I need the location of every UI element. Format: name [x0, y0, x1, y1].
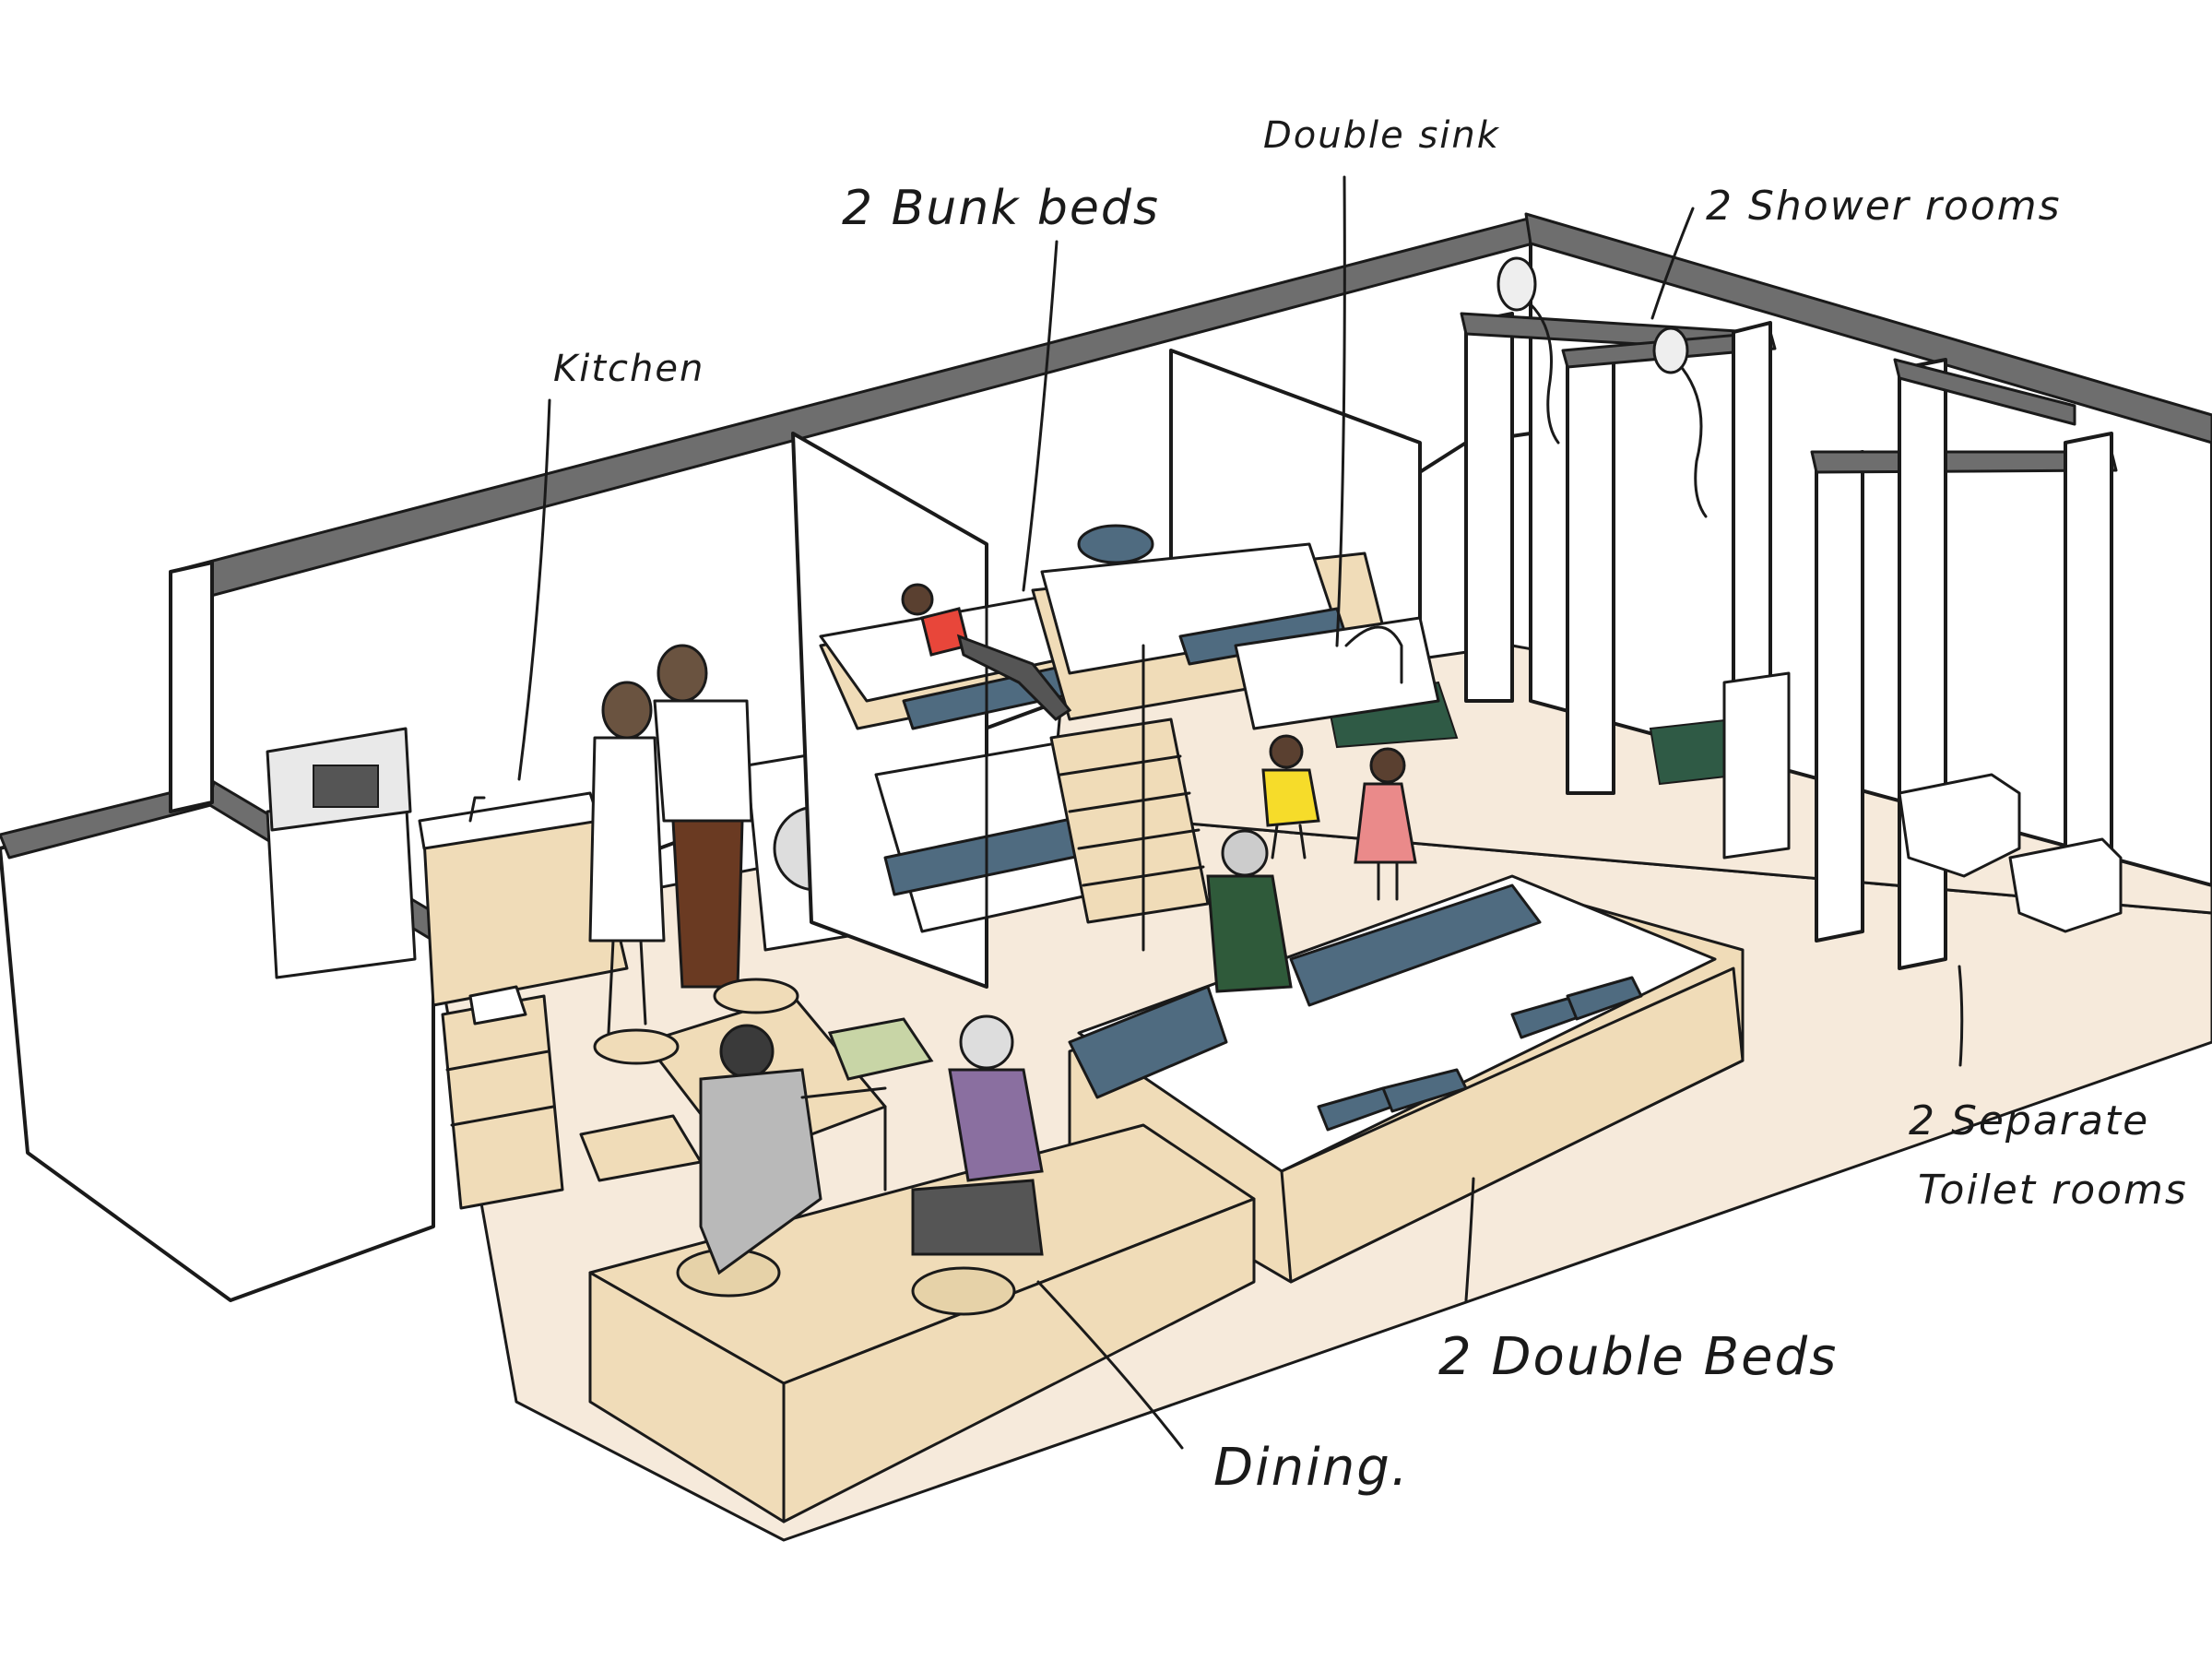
child-figure	[901, 583, 1072, 721]
person-figure	[588, 644, 753, 1035]
double-beds	[1068, 874, 1745, 1284]
double-sink	[1234, 616, 1440, 730]
label-shower-rooms: 2 Shower rooms	[1706, 183, 2062, 230]
faucet-icon	[468, 796, 486, 823]
person-figure	[1206, 829, 1293, 993]
toilet-rooms-leader	[1958, 965, 1964, 1067]
annotation-leaders	[517, 175, 1964, 1450]
label-kitchen: Kitchen	[553, 348, 704, 390]
person-figure	[699, 1014, 1044, 1275]
shower-head-icon	[1496, 256, 1708, 518]
annotation-labels: Kitchen 2 Bunk beds Double sink 2 Shower…	[553, 114, 2188, 1498]
shower-rooms-leader	[1650, 207, 1695, 320]
double-beds-leader	[1464, 1177, 1475, 1302]
kitchen-leader	[517, 398, 551, 781]
label-double-sink: Double sink	[1263, 114, 1500, 157]
label-toilet-rooms-line1: 2 Separate	[1909, 1097, 2149, 1144]
bunk-beds-leader	[1022, 240, 1059, 592]
child-figure	[1261, 734, 1417, 901]
label-double-beds: 2 Double Beds	[1438, 1327, 1838, 1387]
label-toilet-rooms-line2: Toilet rooms	[1918, 1167, 2188, 1214]
label-dining: Dining.	[1213, 1438, 1410, 1498]
label-bunk-beds: 2 Bunk beds	[842, 181, 1160, 236]
toilet-icon	[1722, 671, 2123, 933]
double-sink-leader	[1335, 175, 1346, 647]
dining-leader	[1036, 1280, 1184, 1450]
